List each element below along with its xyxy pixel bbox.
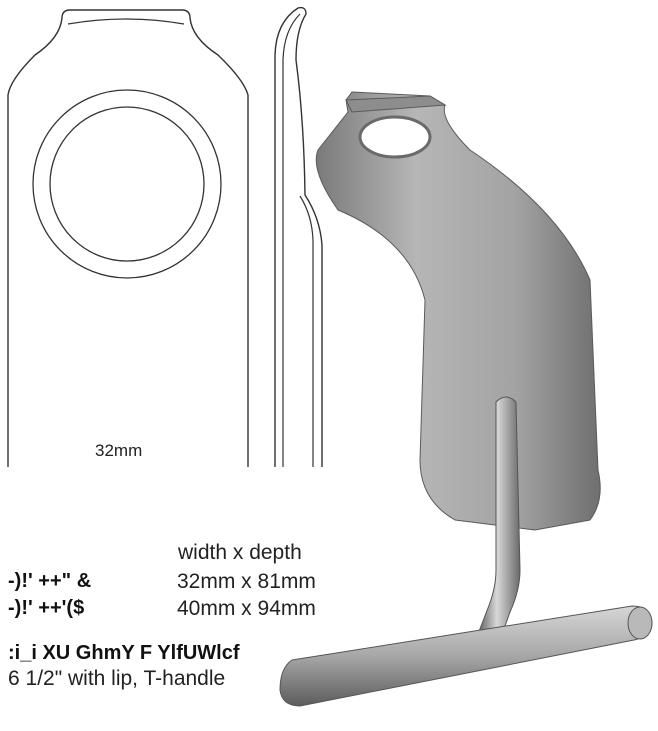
spec-table-header: width x depth (178, 541, 302, 564)
side-view-inner (282, 13, 301, 467)
retractor-blade (315, 91, 601, 531)
front-view-inner-lip (67, 18, 185, 25)
side-view-outer (274, 6, 323, 467)
front-view-outline (7, 9, 249, 467)
t-handle-bar (279, 605, 653, 707)
blade-lip (345, 95, 447, 113)
front-view-inner-ring (49, 106, 205, 262)
t-handle-end (627, 606, 653, 640)
blade-hole (358, 115, 432, 159)
handle-rod (477, 396, 521, 641)
product-name: :i_i XU GhmY F YlfUWlcf (8, 642, 240, 664)
front-view-outer-ring (32, 89, 222, 279)
dimension-label: 32mm (95, 441, 143, 460)
product-description: 6 1/2" with lip, T-handle (8, 667, 226, 690)
spec-row-1-code: -)!' ++" & (8, 570, 92, 592)
spec-row-2-size: 40mm x 94mm (177, 597, 316, 620)
side-view-inner-right (299, 195, 314, 467)
spec-row-1-size: 32mm x 81mm (177, 570, 316, 593)
spec-row-2-code: -)!' ++'($ (8, 597, 85, 619)
